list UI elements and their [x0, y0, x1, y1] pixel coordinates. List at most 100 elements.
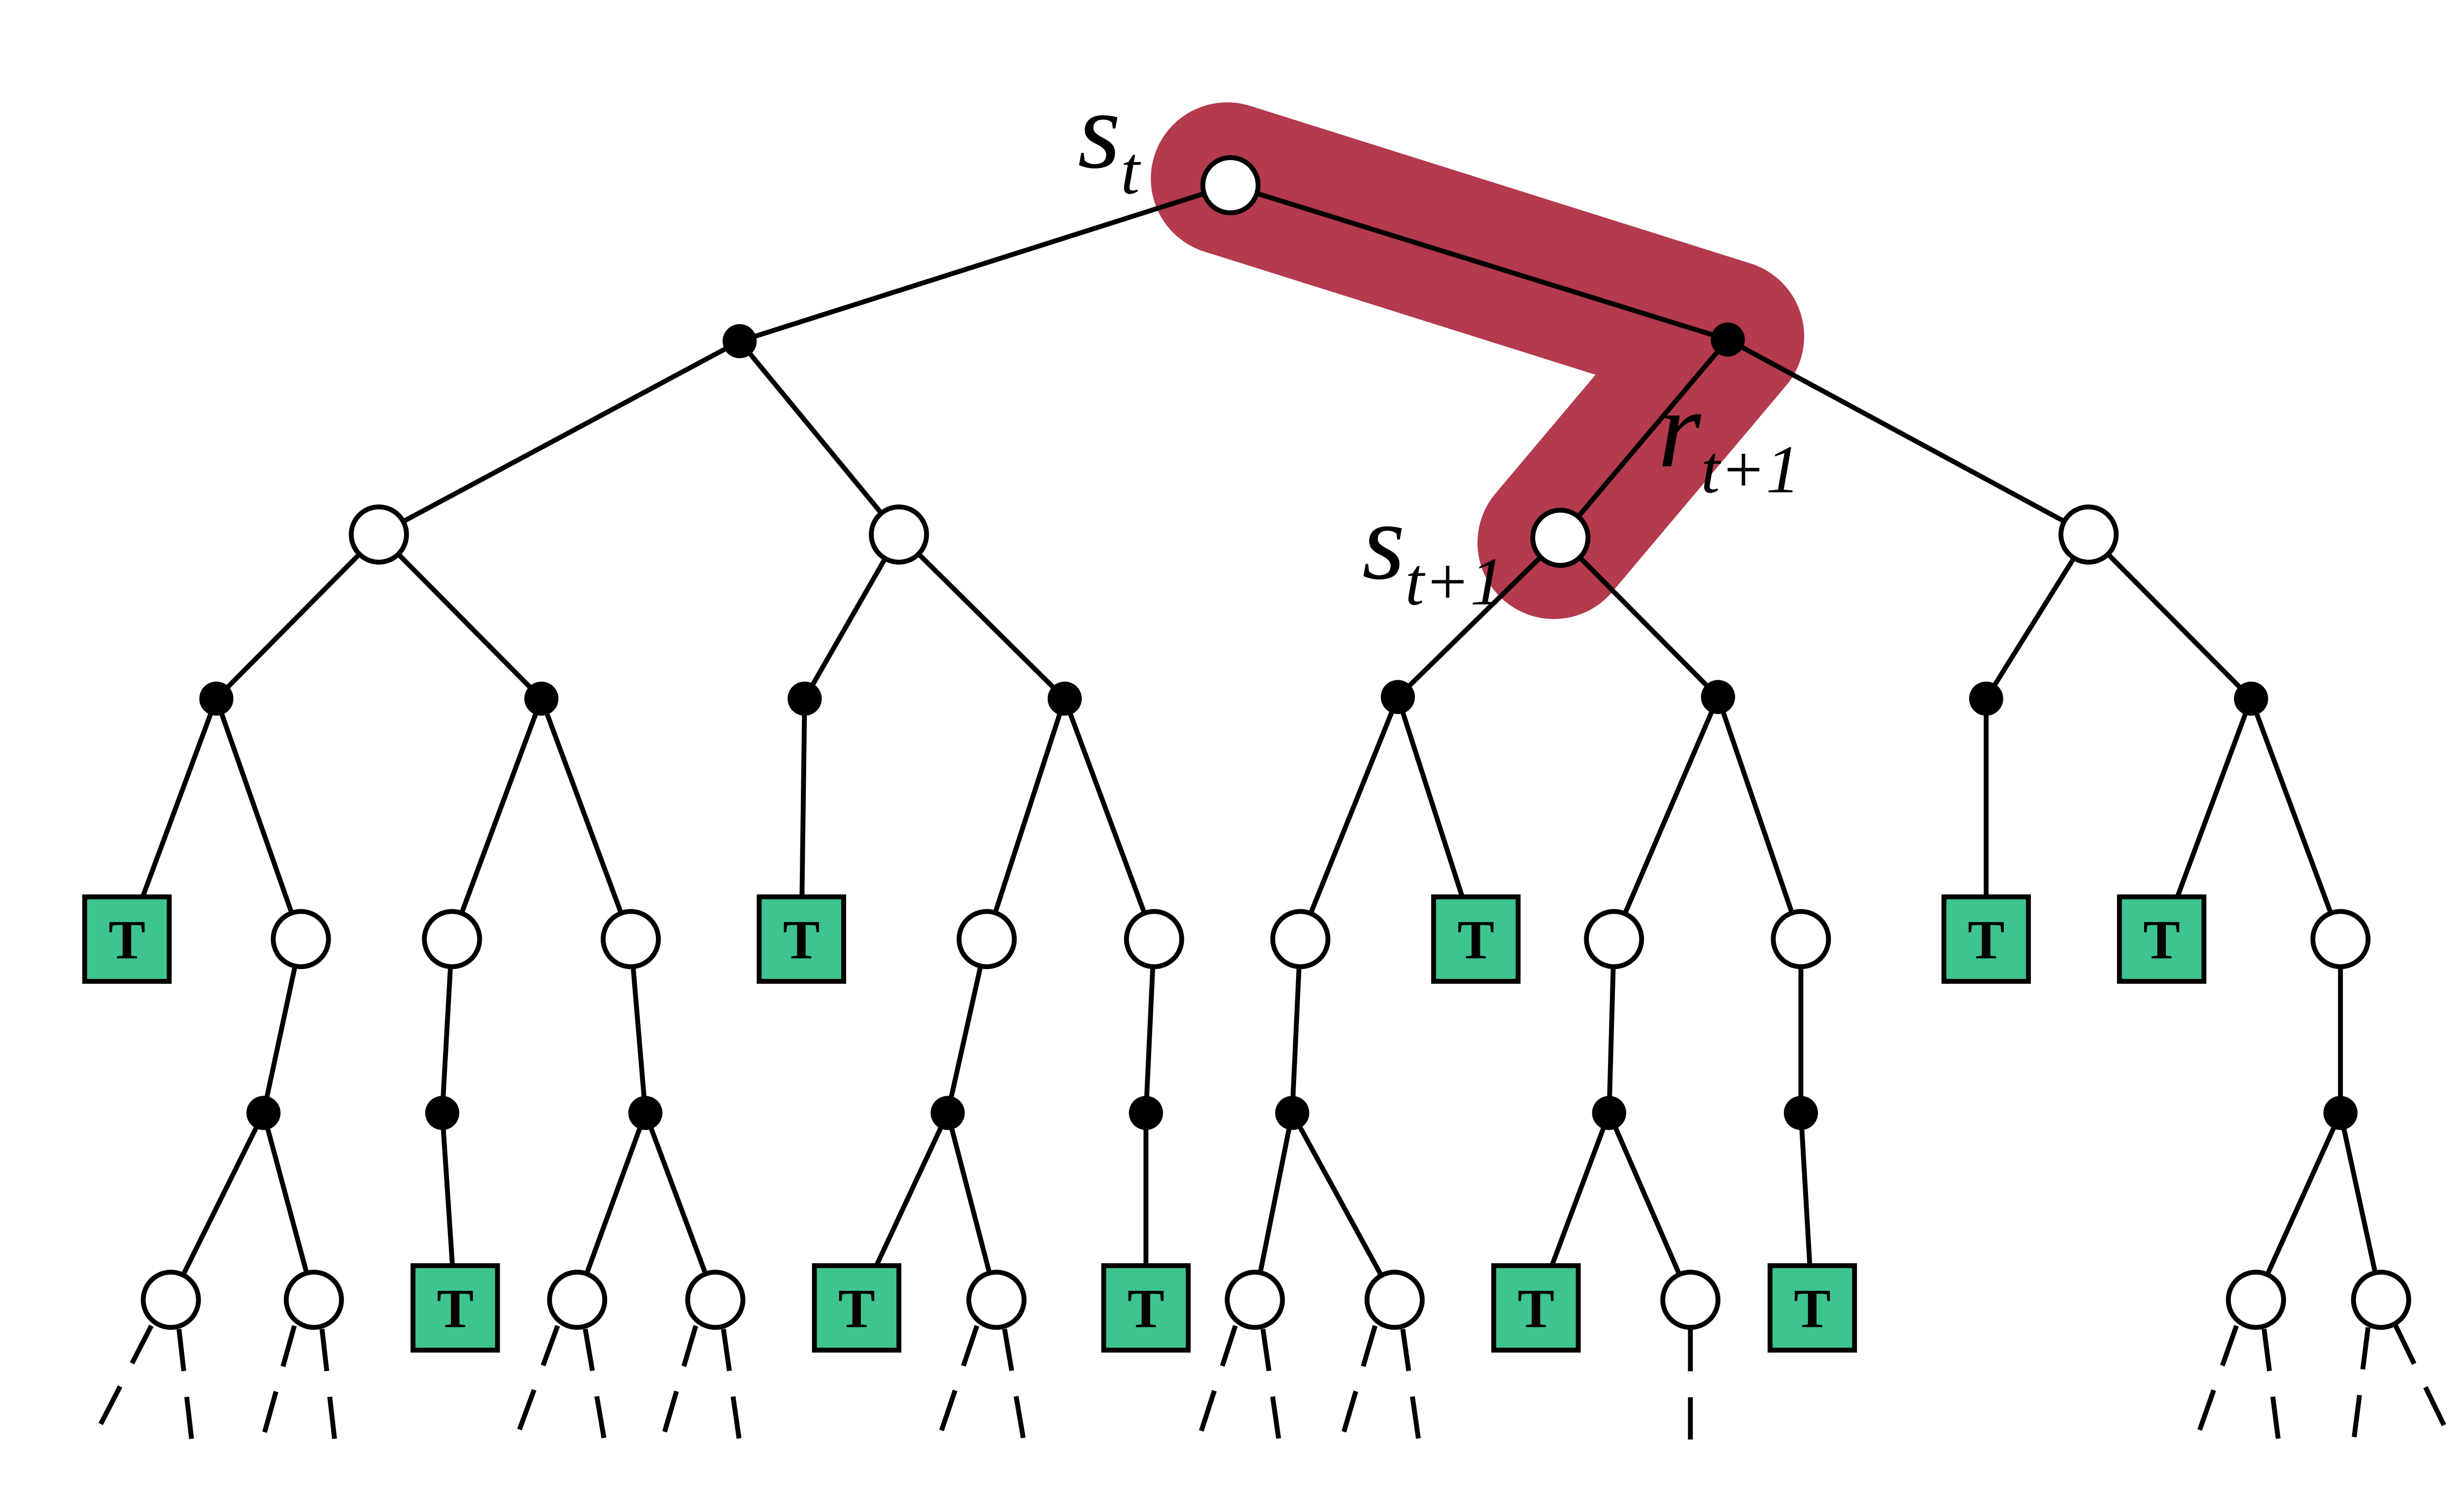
action-node [524, 681, 559, 716]
terminal-letter-label: T [1794, 1278, 1831, 1340]
continuation-dash-edge [661, 1325, 698, 1437]
label-s-t: st [1078, 69, 1141, 208]
state-node [1225, 1270, 1285, 1330]
continuation-dash-edge [319, 1329, 338, 1444]
state-node [2351, 1270, 2411, 1330]
state-node [1584, 909, 1644, 970]
action-node [425, 1096, 460, 1130]
tree-edge [897, 533, 1066, 701]
continuation-dash-edge [2195, 1325, 2239, 1437]
terminal-letter-label: T [783, 909, 820, 971]
state-node [600, 909, 661, 970]
continuation-dash-edge [92, 1324, 154, 1438]
tree-edge [1396, 536, 1562, 699]
state-node [1270, 909, 1331, 970]
tree-edge [2087, 533, 2253, 701]
terminal-letter-label: T [108, 909, 145, 971]
continuation-dash-edge [937, 1325, 980, 1437]
state-node [1364, 1270, 1425, 1330]
terminal-letter-label: T [1517, 1278, 1554, 1340]
tree-edge [169, 1111, 266, 1301]
tree-edge [1290, 1111, 1397, 1301]
tree-edge [945, 1112, 999, 1301]
tree-edge [738, 339, 901, 537]
state-node [957, 909, 1017, 970]
action-node [930, 1096, 965, 1130]
continuation-dash-edge [1002, 1328, 1027, 1444]
tree-edge [2338, 1112, 2384, 1301]
action-node [2234, 681, 2268, 716]
state-node [1530, 507, 1591, 568]
action-node [1783, 1096, 1818, 1130]
tree-edge [377, 533, 544, 701]
tree-edge [1726, 337, 2090, 537]
terminal-node [812, 1263, 902, 1353]
action-node [1047, 681, 1082, 716]
tree-edge [1558, 338, 1730, 539]
tree-edge [214, 533, 381, 701]
action-node [628, 1096, 663, 1130]
tree-edge [2254, 1111, 2343, 1301]
tree-edge [575, 1112, 648, 1301]
action-node [1380, 680, 1415, 714]
state-node [1771, 909, 1831, 970]
action-node [1129, 1096, 1164, 1130]
tree-edge [214, 698, 304, 940]
state-node [869, 504, 929, 565]
terminal-node [1101, 1263, 1191, 1353]
state-node [547, 1270, 608, 1330]
continuation-dash-edge [2393, 1324, 2450, 1434]
state-node [2310, 909, 2371, 970]
terminal-letter-label: T [1968, 909, 2005, 971]
state-node [966, 1270, 1027, 1330]
state-node [283, 1270, 344, 1330]
tree-edge [377, 339, 741, 537]
continuation-dash-edge [176, 1329, 195, 1444]
tree-edge [1611, 696, 1720, 940]
continuation-dash-edge [2351, 1327, 2371, 1444]
action-node [199, 681, 234, 716]
tree-edge [643, 1112, 718, 1301]
terminal-node [1491, 1263, 1581, 1353]
continuation-dash-edge [2261, 1329, 2281, 1444]
tree-edge [739, 183, 1232, 344]
terminal-letter-label: T [437, 1278, 474, 1340]
action-node [1701, 680, 1735, 714]
tree-edge [449, 698, 544, 940]
continuation-dash-edge [1400, 1328, 1422, 1444]
terminal-node [411, 1263, 500, 1353]
label-r-t1: rt+1 [1658, 368, 1800, 507]
label-s-t1: st+1 [1362, 480, 1504, 619]
continuation-dash-edge [261, 1325, 297, 1437]
tree-edge [2249, 698, 2343, 940]
action-node [1592, 1096, 1626, 1130]
continuation-dash-edge [1260, 1328, 1282, 1444]
terminal-letter-label: T [1128, 1278, 1164, 1340]
state-node [348, 504, 409, 565]
action-node [722, 324, 757, 359]
state-node [685, 1270, 746, 1330]
continuation-dash-edge [1197, 1325, 1238, 1437]
tree-edge [1984, 533, 2091, 700]
tree-edge [539, 698, 633, 940]
tree-edge [1607, 1112, 1693, 1301]
continuation-dash-edge [1340, 1325, 1378, 1437]
state-node [2225, 1270, 2286, 1330]
state-node [1200, 155, 1261, 215]
tree-edge [1298, 696, 1401, 940]
state-node [422, 909, 482, 970]
terminal-letter-label: T [838, 1278, 875, 1340]
terminal-node [2117, 894, 2207, 984]
action-node [246, 1096, 281, 1130]
action-node [1275, 1096, 1309, 1130]
continuation-dash-edge [582, 1328, 608, 1444]
tree-edge [984, 698, 1067, 940]
terminal-letter-label: T [2143, 909, 2180, 971]
continuation-dash-edge [721, 1328, 742, 1444]
terminal-node [1767, 1263, 1857, 1353]
tree-edge [802, 533, 901, 700]
action-node [787, 681, 822, 716]
state-node [271, 909, 331, 970]
